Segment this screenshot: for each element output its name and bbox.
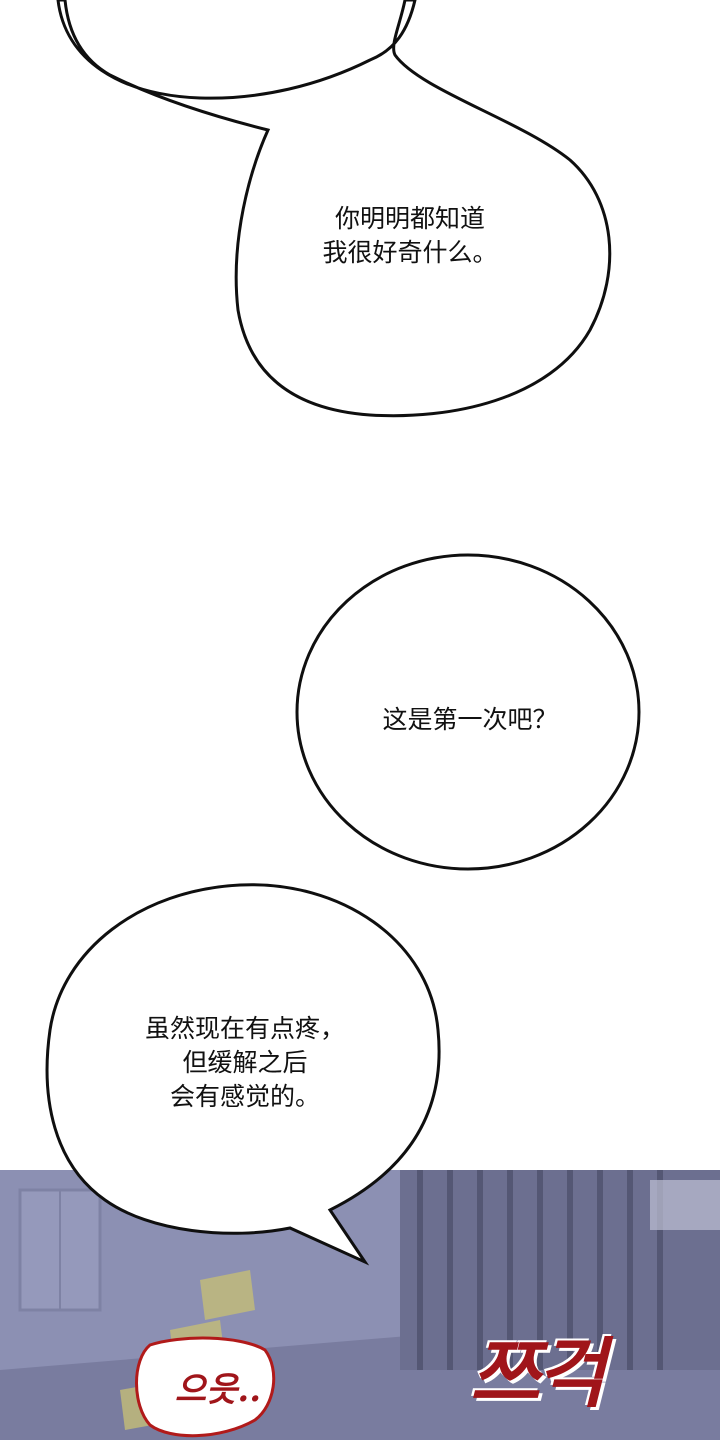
top-bubble-outline [56, 0, 612, 418]
middle-bubble-outline [295, 553, 641, 871]
interior-scene-panel [0, 1170, 720, 1440]
sfx-left: 으읏.. [174, 1370, 262, 1410]
small-sfx-bubble-outline [135, 1336, 276, 1438]
interior-scene-art [0, 1170, 720, 1440]
bottom-bubble-outline [45, 883, 441, 1266]
bottom-bubble-text: 虽然现在有点疼， 但缓解之后 会有感觉的。 [144, 1014, 345, 1111]
top-bubble-text: 你明明都知道 我很好奇什么。 [322, 204, 498, 267]
sfx-right: 쯔걱 [470, 1329, 606, 1418]
middle-bubble-text: 这是第一次吧？ [382, 705, 558, 734]
